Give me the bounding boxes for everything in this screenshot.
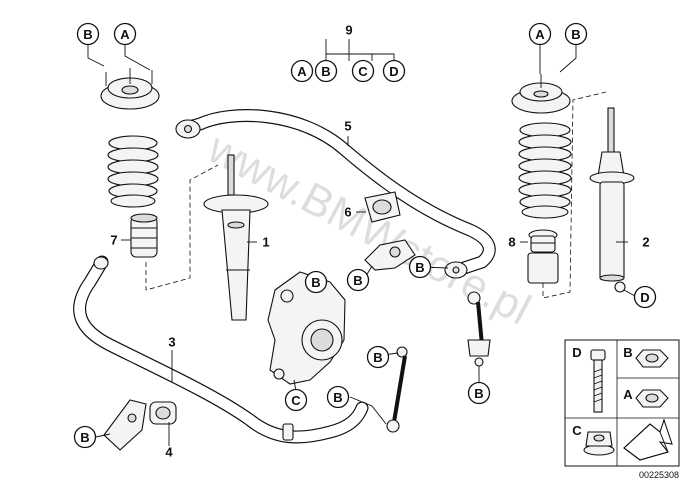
callout-b: B	[564, 22, 588, 46]
callout-b: B	[346, 268, 370, 292]
svg-text:A: A	[535, 27, 545, 42]
steering-knuckle[interactable]	[267, 271, 346, 385]
svg-text:D: D	[572, 345, 581, 360]
callout-c: C	[284, 388, 308, 412]
callout-c: C	[572, 423, 582, 438]
svg-text:B: B	[333, 390, 342, 405]
svg-text:D: D	[640, 290, 649, 305]
part-number-7: 7	[110, 233, 117, 248]
svg-text:C: C	[358, 64, 368, 79]
rubber-mount[interactable]	[364, 191, 401, 223]
part-number-3: 3	[168, 335, 175, 350]
callout-d: D	[633, 285, 657, 309]
part-number-4: 4	[165, 445, 173, 460]
part-number-2: 2	[642, 235, 649, 250]
callout-b: B	[366, 345, 390, 369]
rear-bump-stop[interactable]	[527, 229, 559, 284]
part-number-8: 8	[508, 235, 515, 250]
svg-text:B: B	[571, 27, 580, 42]
stabilizer-bar-rear[interactable]	[73, 255, 369, 444]
callout-b: B	[326, 385, 350, 409]
part-number-1: 1	[262, 235, 269, 250]
svg-text:D: D	[389, 64, 398, 79]
coupling-rod-front[interactable]	[467, 291, 491, 367]
svg-text:B: B	[80, 430, 89, 445]
rear-shock-absorber[interactable]	[589, 107, 635, 293]
direction-arrow-icon	[623, 418, 673, 461]
callout-b: B	[623, 345, 632, 360]
svg-text:A: A	[297, 64, 307, 79]
svg-text:B: B	[321, 64, 330, 79]
callout-b: B	[314, 59, 338, 83]
callout-a: A	[290, 59, 314, 83]
stabilizer-bar-front[interactable]	[175, 109, 496, 279]
svg-text:C: C	[572, 423, 582, 438]
rear-bar-bracket[interactable]	[103, 399, 177, 451]
front-bump-stop[interactable]	[130, 213, 158, 258]
callout-b: B	[73, 425, 97, 449]
part-number-9: 9	[345, 23, 352, 38]
part-number-5: 5	[344, 119, 351, 134]
callout-a: A	[528, 22, 552, 46]
front-coil-spring[interactable]	[107, 135, 159, 208]
callout-a: A	[623, 387, 633, 402]
svg-text:A: A	[623, 387, 633, 402]
nut-c-icon	[583, 431, 615, 456]
svg-text:B: B	[373, 350, 382, 365]
svg-text:B: B	[415, 260, 424, 275]
svg-text:C: C	[291, 393, 301, 408]
fastener-legend-box	[564, 339, 680, 467]
bar-clamp-front[interactable]	[364, 239, 416, 271]
svg-text:B: B	[474, 386, 483, 401]
svg-text:B: B	[311, 275, 320, 290]
part-number-6: 6	[344, 205, 351, 220]
svg-text:B: B	[623, 345, 632, 360]
rear-top-mount[interactable]	[511, 74, 571, 114]
front-top-mount[interactable]	[100, 68, 160, 110]
callout-b: B	[467, 381, 491, 405]
nut-b-icon	[635, 349, 669, 368]
bolt-d-icon	[590, 349, 606, 413]
callout-d: D	[382, 59, 406, 83]
callout-d: D	[572, 345, 581, 360]
rear-coil-spring[interactable]	[518, 122, 572, 219]
svg-text:B: B	[83, 27, 92, 42]
nut-a-icon	[635, 389, 669, 408]
watermark: www.BMWstore.pl	[199, 123, 538, 334]
svg-text:B: B	[353, 273, 362, 288]
callout-b: B	[304, 270, 328, 294]
callout-b: B	[408, 255, 432, 279]
callout-b: B	[76, 22, 100, 46]
svg-text:A: A	[120, 27, 130, 42]
coupling-rod-rear[interactable]	[386, 346, 408, 433]
drawing-code: 00225308	[639, 470, 679, 480]
callout-a: A	[113, 22, 137, 46]
callout-c: C	[351, 59, 375, 83]
front-strut[interactable]	[203, 154, 269, 321]
